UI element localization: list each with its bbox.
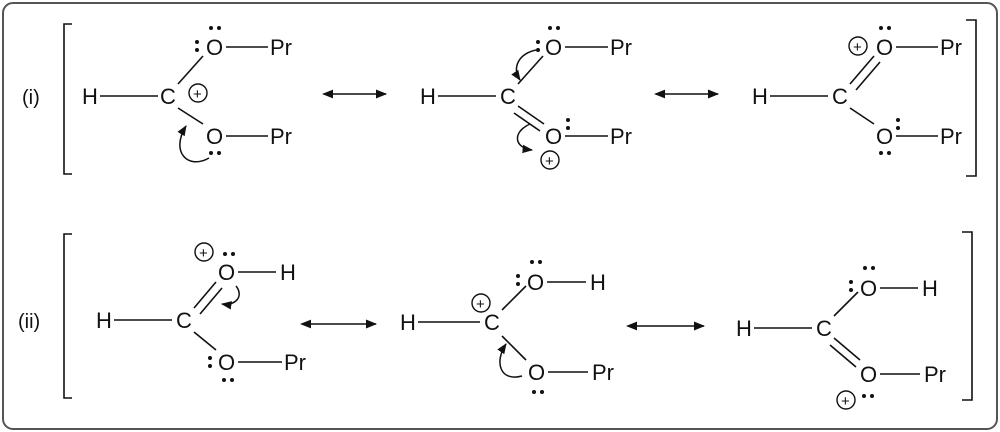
charge-symbol: + bbox=[199, 245, 208, 262]
curly-arrow bbox=[177, 125, 210, 163]
positive-charge-circle bbox=[471, 293, 491, 313]
bond-c-o-double-b bbox=[513, 112, 541, 132]
atom-o-top: O bbox=[876, 35, 893, 60]
structure-ii-2: H C + O H O Pr bbox=[400, 260, 614, 394]
lone-pairs bbox=[195, 26, 221, 155]
charge-symbol: + bbox=[476, 296, 485, 313]
bond-c-o-bot bbox=[849, 107, 875, 125]
bond-c-o-double-b bbox=[855, 61, 881, 91]
positive-charge-circle bbox=[540, 150, 560, 170]
positive-charge-circle bbox=[836, 390, 856, 410]
atom-o-bot: O bbox=[860, 362, 877, 387]
structure-ii-3: H C O H O Pr + bbox=[736, 266, 946, 410]
positive-charge-circle bbox=[188, 83, 208, 103]
group-pr: Pr bbox=[592, 360, 614, 385]
atom-o-bot: O bbox=[528, 360, 545, 385]
right-bracket-i bbox=[966, 19, 977, 177]
positive-charge-circle bbox=[194, 242, 214, 262]
atom-h: H bbox=[752, 84, 768, 109]
atom-c: C bbox=[816, 316, 832, 341]
atom-o-top: O bbox=[527, 270, 544, 295]
curly-arrow-bottom bbox=[516, 123, 534, 154]
group-pr: Pr bbox=[924, 362, 946, 387]
atom-h: H bbox=[400, 310, 416, 335]
bond-c-o-double-b bbox=[829, 344, 857, 368]
lone-pairs bbox=[536, 26, 570, 130]
bond-c-o-double-a bbox=[193, 281, 217, 309]
group-pr-top: Pr bbox=[610, 35, 632, 60]
left-bracket-ii bbox=[63, 233, 72, 399]
atom-h-top: H bbox=[922, 276, 938, 301]
panel-label-ii: (ii) bbox=[18, 311, 40, 333]
bond-c-o-top bbox=[517, 55, 544, 85]
bond-c-o-top bbox=[177, 55, 204, 85]
bond-c-o-bot bbox=[177, 107, 204, 125]
curly-arrow bbox=[220, 285, 240, 310]
bond-c-o-double-a bbox=[833, 337, 861, 361]
charge-symbol: + bbox=[853, 39, 862, 56]
atom-c: C bbox=[484, 310, 500, 335]
bond-c-o-bot bbox=[501, 335, 527, 361]
bond-c-o-double-a bbox=[849, 55, 875, 85]
bond-c-o-top bbox=[501, 285, 527, 311]
atom-h-top: H bbox=[590, 270, 606, 295]
charge-symbol: + bbox=[545, 153, 554, 170]
group-pr-bot: Pr bbox=[610, 124, 632, 149]
lone-pairs bbox=[879, 26, 900, 155]
atom-o-bot: O bbox=[206, 124, 223, 149]
bond-c-o-double-a bbox=[517, 105, 545, 125]
charge-symbol: + bbox=[841, 393, 850, 410]
structure-i-1: H C + O Pr O Pr bbox=[82, 26, 292, 163]
atom-o-top: O bbox=[545, 35, 562, 60]
atom-h: H bbox=[420, 84, 436, 109]
atom-c: C bbox=[832, 84, 848, 109]
structure-ii-1: H C + O H O Pr bbox=[96, 242, 306, 382]
atom-h: H bbox=[82, 84, 98, 109]
atom-o-bot: O bbox=[876, 124, 893, 149]
atom-h: H bbox=[96, 308, 112, 333]
atom-h: H bbox=[736, 316, 752, 341]
atom-o-top: O bbox=[206, 35, 223, 60]
lone-pairs bbox=[849, 266, 875, 398]
atom-o-bot: O bbox=[218, 350, 235, 375]
atom-c: C bbox=[160, 84, 176, 109]
left-bracket-i bbox=[63, 23, 72, 175]
atom-o-bot: O bbox=[545, 124, 562, 149]
bond-c-o-bot bbox=[193, 331, 217, 351]
group-pr-top: Pr bbox=[940, 35, 962, 60]
panel-label-i: (i) bbox=[22, 87, 40, 109]
atom-h-top: H bbox=[280, 260, 296, 285]
group-pr-bot: Pr bbox=[270, 124, 292, 149]
group-pr-top: Pr bbox=[270, 35, 292, 60]
bond-c-o-double-b bbox=[199, 287, 223, 315]
structure-i-2: H C O Pr O Pr + bbox=[420, 26, 632, 170]
right-bracket-ii bbox=[962, 231, 973, 401]
lone-pairs bbox=[208, 252, 235, 382]
bond-c-o-top bbox=[833, 291, 859, 317]
group-pr: Pr bbox=[284, 350, 306, 375]
atom-c: C bbox=[500, 84, 516, 109]
atom-o-top: O bbox=[218, 260, 235, 285]
atom-c: C bbox=[176, 308, 192, 333]
curly-arrow bbox=[497, 343, 523, 378]
charge-symbol: + bbox=[193, 86, 202, 103]
curly-arrow-top bbox=[511, 49, 537, 81]
structure-i-3: H C + O Pr O Pr bbox=[752, 26, 962, 155]
atom-o-top: O bbox=[860, 276, 877, 301]
positive-charge-circle bbox=[848, 36, 868, 56]
lone-pairs bbox=[516, 260, 544, 394]
group-pr-bot: Pr bbox=[940, 124, 962, 149]
